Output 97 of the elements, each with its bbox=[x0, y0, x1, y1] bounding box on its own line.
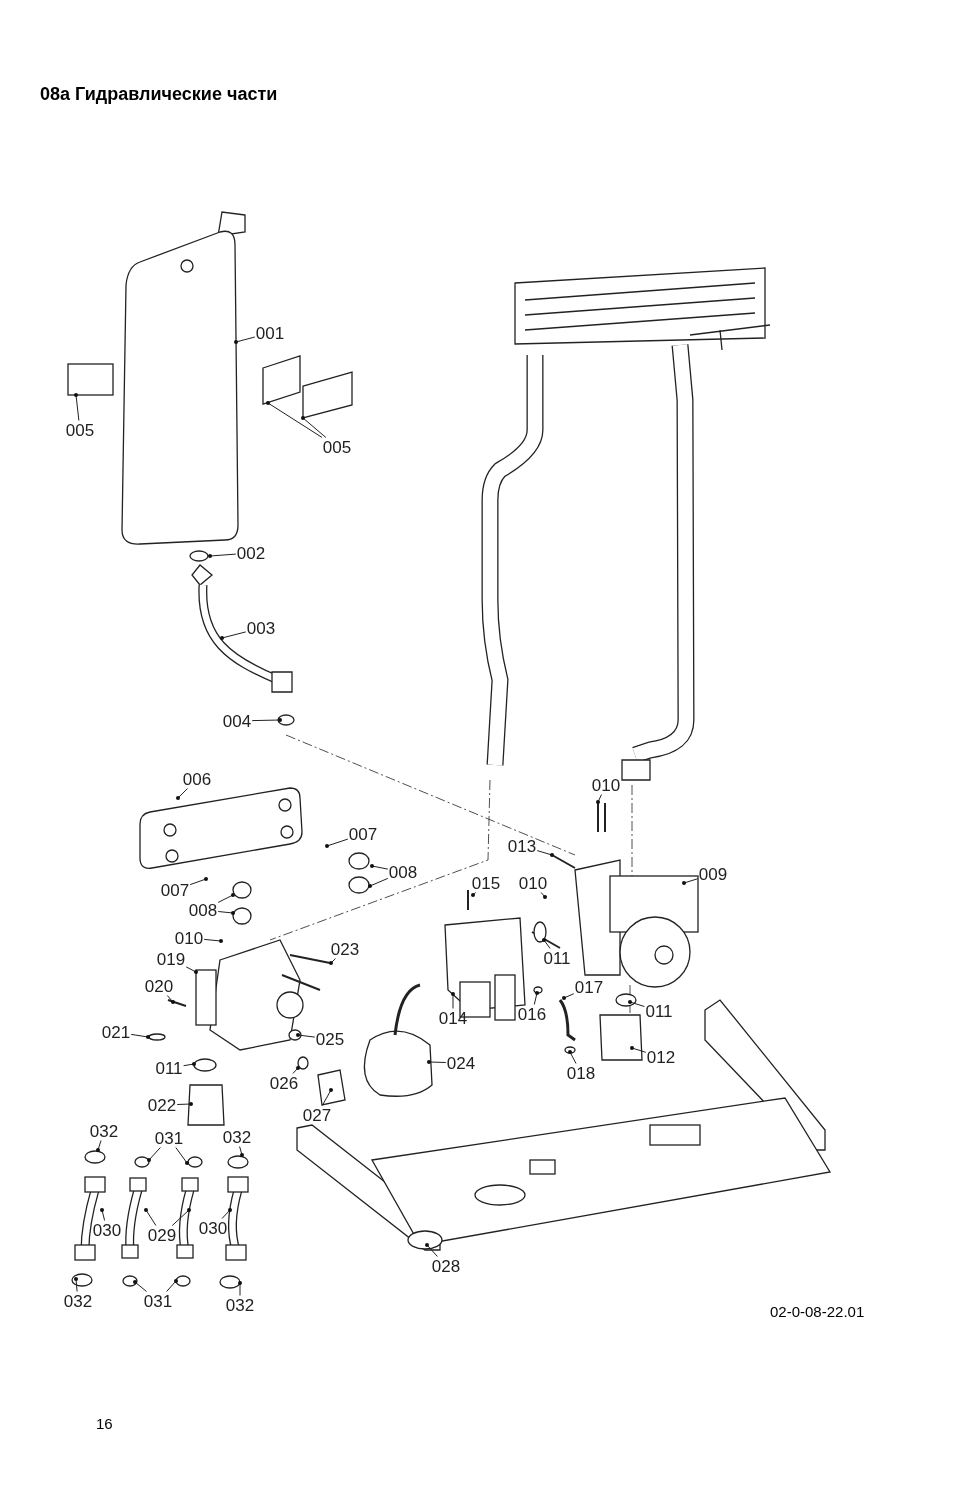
leader-line bbox=[144, 1208, 157, 1226]
leader-line bbox=[568, 1050, 577, 1064]
leader-line bbox=[238, 1281, 242, 1296]
leader-line bbox=[239, 1146, 244, 1157]
leader-line bbox=[183, 1062, 196, 1067]
callout-number: 003 bbox=[246, 619, 276, 637]
callout-number: 031 bbox=[143, 1292, 173, 1310]
callout-number: 013 bbox=[507, 837, 537, 855]
callout-number: 031 bbox=[154, 1129, 184, 1147]
leader-line bbox=[368, 877, 389, 888]
callout-number: 022 bbox=[147, 1096, 177, 1114]
callout-number: 020 bbox=[144, 977, 174, 995]
callout-number: 017 bbox=[574, 978, 604, 996]
callout-number: 008 bbox=[188, 901, 218, 919]
leader-line bbox=[176, 1102, 193, 1106]
callout-number: 009 bbox=[698, 865, 728, 883]
leader-line bbox=[536, 850, 554, 857]
leader-line bbox=[96, 1140, 102, 1152]
callout-number: 032 bbox=[89, 1122, 119, 1140]
leader-line bbox=[185, 966, 198, 974]
callout-number: 032 bbox=[63, 1292, 93, 1310]
callout-number: 015 bbox=[471, 874, 501, 892]
leader-line bbox=[221, 1208, 232, 1219]
leader-line bbox=[296, 1033, 316, 1038]
callout-number: 032 bbox=[225, 1296, 255, 1314]
callout-number: 010 bbox=[518, 874, 548, 892]
leader-line bbox=[451, 992, 455, 1009]
leader-line bbox=[100, 1208, 106, 1221]
leader-line bbox=[329, 958, 336, 965]
callout-number: 023 bbox=[330, 940, 360, 958]
callout-number: 025 bbox=[315, 1030, 345, 1048]
leader-line bbox=[74, 393, 80, 421]
callout-number: 028 bbox=[431, 1257, 461, 1275]
leader-line bbox=[682, 878, 699, 885]
callout-number: 029 bbox=[147, 1226, 177, 1244]
callout-number: 005 bbox=[65, 421, 95, 439]
callout-number: 011 bbox=[543, 949, 571, 967]
leader-line bbox=[203, 938, 223, 943]
leader-line bbox=[321, 1088, 333, 1106]
leader-line bbox=[542, 938, 551, 949]
leader-line bbox=[234, 336, 256, 344]
leader-line bbox=[189, 877, 208, 886]
callout-number: 010 bbox=[174, 929, 204, 947]
callout-number: 011 bbox=[645, 1002, 673, 1020]
leader-line bbox=[74, 1277, 78, 1292]
callout-number: 006 bbox=[182, 770, 212, 788]
callout-number: 007 bbox=[348, 825, 378, 843]
leader-line bbox=[370, 864, 389, 870]
leader-line bbox=[217, 911, 235, 915]
leader-line bbox=[628, 1000, 645, 1007]
leader-line bbox=[266, 401, 323, 438]
callout-number: 004 bbox=[222, 712, 252, 730]
leader-line bbox=[251, 718, 282, 722]
callout-number: 026 bbox=[269, 1074, 299, 1092]
leader-line bbox=[292, 1066, 300, 1074]
leader-line bbox=[562, 993, 575, 1000]
callout-number: 012 bbox=[646, 1048, 676, 1066]
leader-line bbox=[630, 1046, 647, 1053]
leader-line bbox=[471, 892, 477, 897]
leader-line bbox=[301, 416, 327, 438]
callout-number: 032 bbox=[222, 1128, 252, 1146]
leader-line bbox=[325, 838, 349, 848]
callout-number: 010 bbox=[591, 776, 621, 794]
callout-number: 018 bbox=[566, 1064, 596, 1082]
callout-number: 024 bbox=[446, 1054, 476, 1072]
leader-line bbox=[427, 1060, 447, 1064]
callout-number: 027 bbox=[302, 1106, 332, 1124]
leader-line bbox=[533, 991, 539, 1005]
leader-line bbox=[425, 1243, 438, 1257]
callout-number: 019 bbox=[156, 950, 186, 968]
leader-line bbox=[166, 1279, 178, 1292]
leader-line bbox=[217, 893, 235, 903]
callout-number: 016 bbox=[517, 1005, 547, 1023]
leader-line bbox=[208, 553, 237, 558]
title: 08a Гидравлические части bbox=[40, 84, 278, 105]
callout-number: 030 bbox=[198, 1219, 228, 1237]
page-number: 16 bbox=[96, 1415, 113, 1432]
leader-line bbox=[176, 788, 188, 800]
leader-line bbox=[175, 1147, 189, 1165]
leader-line bbox=[596, 794, 602, 804]
leader-line bbox=[220, 631, 247, 640]
leader-line bbox=[166, 995, 175, 1004]
callout-number: 002 bbox=[236, 544, 266, 562]
callout-number: 011 bbox=[155, 1059, 183, 1077]
callout-number: 005 bbox=[322, 438, 352, 456]
leader-line bbox=[540, 892, 547, 899]
callout-number: 021 bbox=[101, 1023, 131, 1041]
callout-number: 030 bbox=[92, 1221, 122, 1239]
drawing-code: 02-0-08-22.01 bbox=[770, 1303, 865, 1320]
callout-number: 008 bbox=[388, 863, 418, 881]
callout-number: 001 bbox=[255, 324, 285, 342]
leader-line bbox=[171, 1208, 191, 1226]
callout-number: 014 bbox=[438, 1009, 468, 1027]
leader-line bbox=[130, 1033, 150, 1039]
leader-line bbox=[133, 1280, 147, 1292]
leader-line bbox=[147, 1147, 161, 1162]
callout-number: 007 bbox=[160, 881, 190, 899]
